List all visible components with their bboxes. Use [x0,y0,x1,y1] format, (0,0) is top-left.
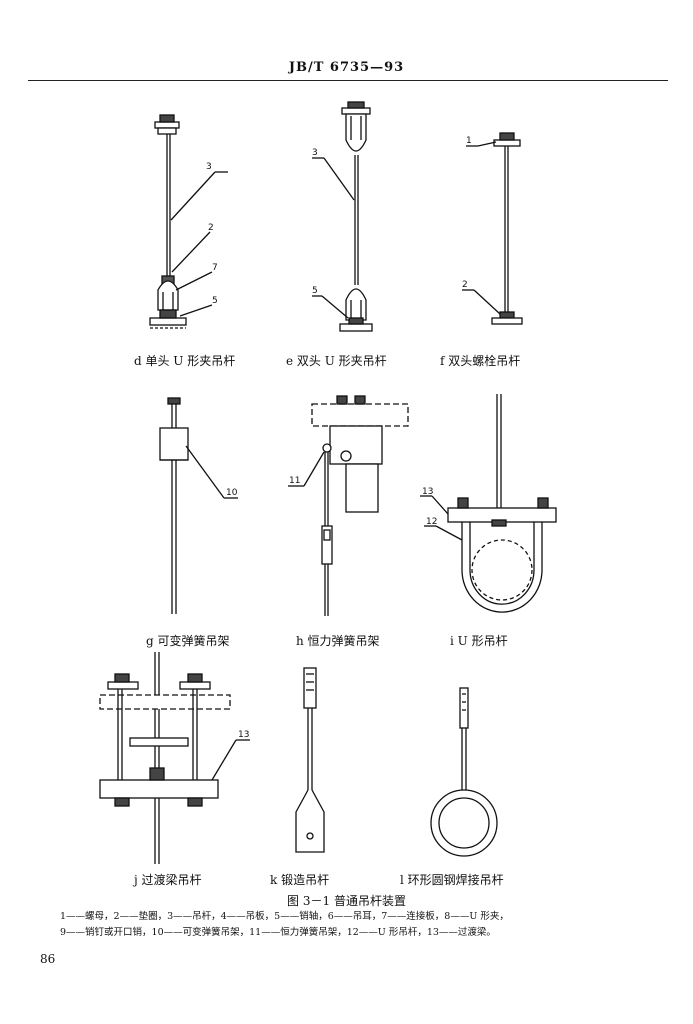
callout-d-5: 5 [212,296,218,306]
callout-d-3: 3 [206,162,212,172]
caption-g: g 可变弹簧吊架 [146,634,230,648]
figure-title: 图 3－1 普通吊杆装置 [287,894,406,908]
callout-g-10: 10 [226,488,238,498]
legend-line-2: 9——销钉或开口销，10——可变弹簧吊架，11——恒力弹簧吊架，12——U 形吊… [60,927,496,938]
drawing-f [462,132,523,325]
drawing-d [149,114,228,329]
caption-i: i U 形吊杆 [450,634,508,648]
callout-j-13: 13 [238,730,249,740]
caption-e: e 双头 U 形夹吊杆 [286,354,387,368]
drawing-l [430,687,498,857]
callout-e-5: 5 [312,286,318,296]
drawing-k [295,667,325,853]
callout-i-13: 13 [422,487,433,497]
callout-h-11: 11 [289,476,300,486]
caption-f: f 双头螺栓吊杆 [440,354,521,368]
drawing-j [99,652,250,864]
drawing-h [288,395,409,616]
callout-d-7: 7 [212,263,218,273]
caption-j: j 过渡梁吊杆 [134,873,202,887]
callout-i-12: 12 [426,517,437,527]
drawing-g [159,397,238,614]
legend-line-1: 1——螺母，2——垫圈，3——吊杆，4——吊板，5——销轴，6——吊耳，7——连… [60,911,509,922]
drawing-i [420,394,557,613]
callout-f-2: 2 [462,280,468,290]
caption-d: d 单头 U 形夹吊杆 [134,354,236,368]
document-code: JB/T 6735—93 [288,60,405,75]
drawing-e [312,101,373,332]
caption-l: l 环形圆钢焊接吊杆 [400,873,504,887]
caption-h: h 恒力弹簧吊架 [296,634,380,648]
callout-d-2: 2 [208,223,214,233]
callout-f-1: 1 [466,136,472,146]
caption-k: k 锻造吊杆 [270,873,330,887]
header-rule [28,80,668,81]
page-number: 86 [40,952,56,966]
callout-e-3: 3 [312,148,318,158]
